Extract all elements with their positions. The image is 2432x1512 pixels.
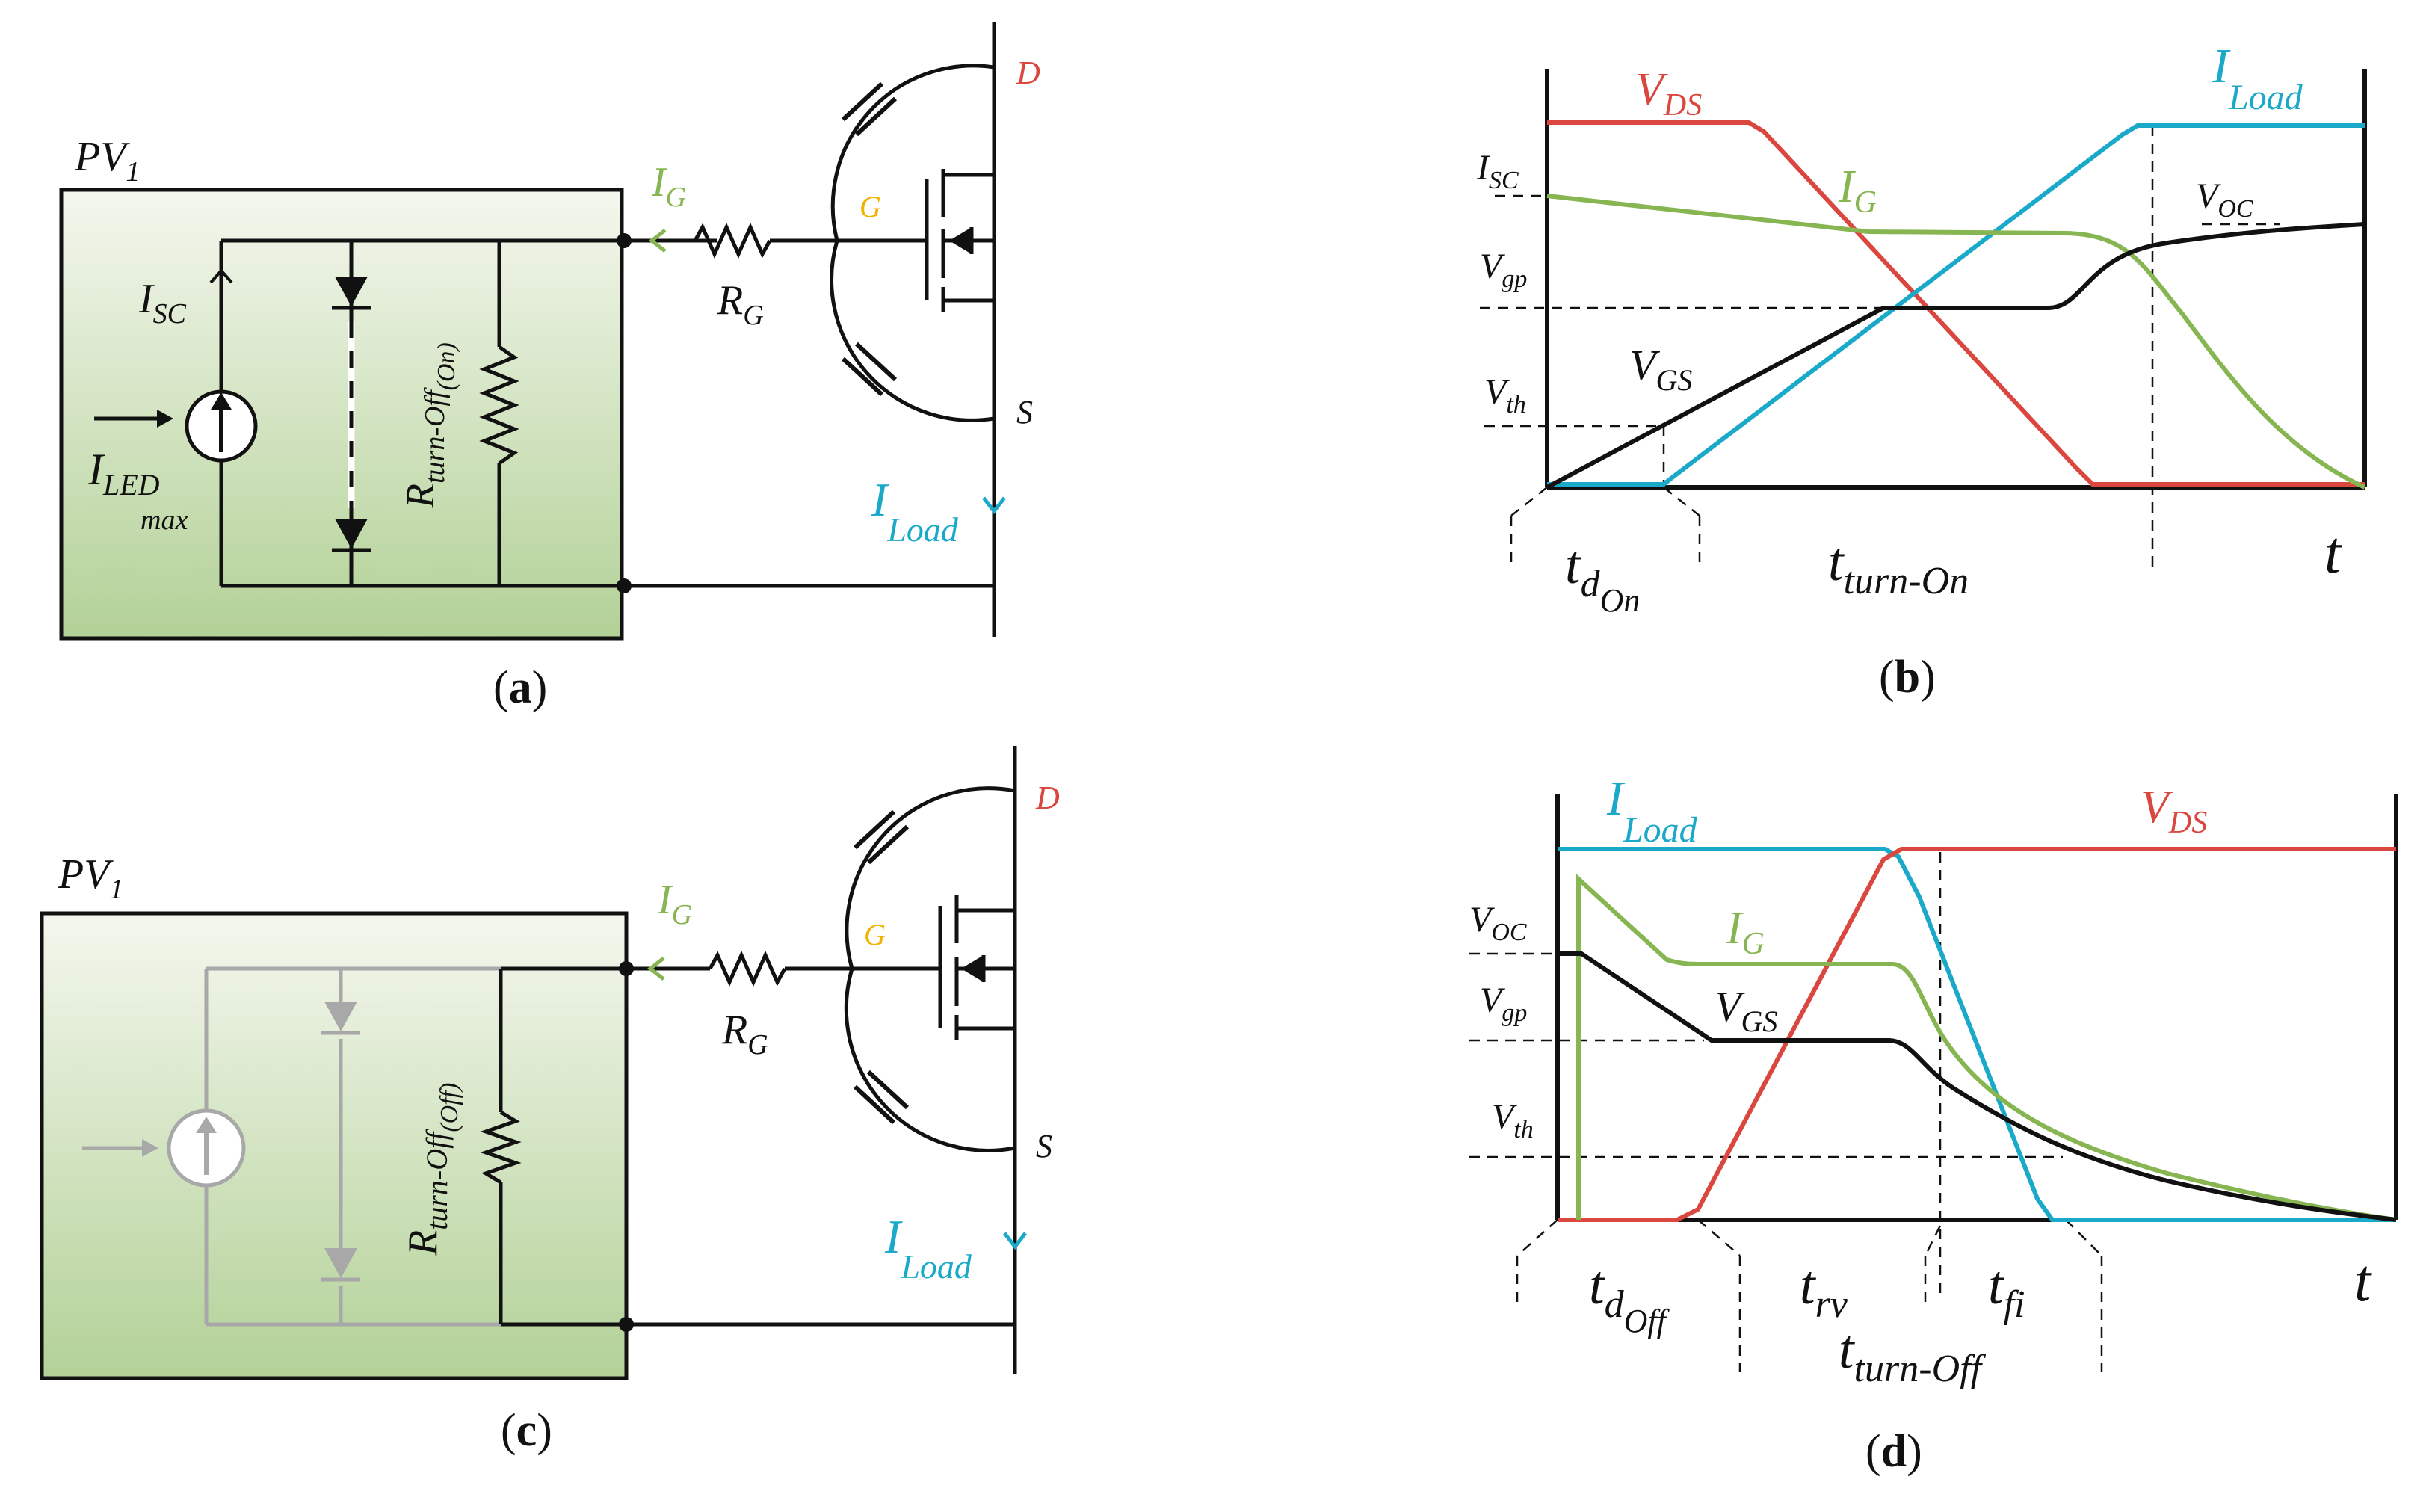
- panel-b: VDS ILoad ISC IG VOC Vgp VGS Vth tdOn tt…: [1476, 39, 2367, 703]
- body-diode-icon: [961, 955, 984, 982]
- t-turn-on-label: tturn-On: [1828, 531, 1969, 602]
- turnoff-resistor-path: [480, 950, 1015, 1327]
- vds-label: VDS: [1635, 64, 1702, 123]
- source-terminal-label: S: [1036, 1128, 1052, 1164]
- vds-label: VDS: [2141, 782, 2207, 840]
- ig-label: IG: [1838, 161, 1877, 220]
- t-turn-off-label: tturn-Off: [1839, 1319, 1987, 1390]
- voc-axis-label: VOC: [1469, 900, 1527, 946]
- iload-curve: [1558, 847, 2396, 1222]
- td-off-label: tdOff: [1589, 1255, 1670, 1339]
- panel-label-b: (b): [1879, 652, 1936, 703]
- isc-axis-label: ISC: [1476, 148, 1519, 194]
- diode-icon: [335, 277, 368, 306]
- ig-curve: [1576, 874, 2397, 1222]
- rg-label: RG: [721, 1007, 768, 1061]
- panel-label-d: (d): [1865, 1426, 1922, 1477]
- time-axis-label: t: [2324, 520, 2342, 586]
- time-axis-label: t: [2354, 1248, 2372, 1314]
- junction-dot: [619, 1317, 634, 1332]
- pv-module-box: [59, 188, 624, 641]
- voc-label: VOC: [2196, 176, 2253, 223]
- gate-terminal-label: G: [859, 190, 881, 223]
- body-diode-icon: [949, 227, 972, 254]
- vgs-label: VGS: [1629, 341, 1692, 397]
- iload-label: ILoad: [1606, 771, 1698, 850]
- capacitor-icon: [853, 809, 910, 1125]
- vgp-axis-label: Vgp: [1480, 247, 1527, 293]
- vth-axis-label: Vth: [1492, 1097, 1534, 1144]
- iload-curve: [1547, 123, 2365, 487]
- ig-curve: [1546, 194, 2366, 490]
- ig-label: IG: [657, 877, 692, 931]
- diode-icon: [335, 519, 368, 549]
- vgs-curve: [1546, 222, 2365, 490]
- iload-label: ILoad: [2212, 39, 2303, 117]
- pv-module-box: [40, 911, 629, 1380]
- drain-terminal-label: D: [1035, 780, 1060, 816]
- vgs-label: VGS: [1715, 982, 1777, 1038]
- diode-icon: [324, 1248, 357, 1278]
- vth-axis-label: Vth: [1484, 372, 1526, 419]
- isc-label: ISC: [138, 276, 187, 330]
- trv-label: trv: [1800, 1255, 1848, 1326]
- iload-label: ILoad: [884, 1210, 972, 1286]
- td-on-label: tdOn: [1565, 534, 1640, 619]
- vgs-curve: [1558, 951, 2397, 1222]
- source-terminal-label: S: [1016, 394, 1033, 431]
- diode-icon: [324, 1002, 357, 1031]
- pv-label: PV1: [74, 134, 140, 188]
- capacitor-icon: [841, 81, 898, 397]
- panel-label-a: (a): [493, 662, 547, 713]
- panel-c: PV1: [40, 746, 1060, 1456]
- panel-d: ILoad VDS VOC IG Vgp VGS Vth tdOff trv t…: [1469, 771, 2398, 1477]
- rg-label: RG: [717, 277, 764, 331]
- r-turnoff-on-label: Rturn-Off(On): [398, 342, 460, 509]
- iload-label: ILoad: [871, 473, 959, 549]
- pv-label: PV1: [58, 851, 123, 905]
- gate-terminal-label: G: [864, 918, 886, 951]
- drain-terminal-label: D: [1016, 55, 1040, 91]
- current-source-inactive-icon: [142, 1108, 246, 1188]
- ig-arrow-icon: [646, 957, 665, 981]
- tfi-label: tfi: [1988, 1255, 2025, 1326]
- iload-arrow-icon: [1003, 1232, 1027, 1250]
- ig-arrow-icon: [648, 229, 667, 253]
- panel-a: PV1: [59, 22, 1040, 713]
- junction-dot: [619, 961, 634, 976]
- current-source-icon: [94, 268, 258, 463]
- vgp-axis-label: Vgp: [1480, 981, 1527, 1027]
- reference-lines: [1469, 852, 2103, 1372]
- r-turnoff-off-label: Rturn-Off(Off): [400, 1083, 463, 1256]
- reference-lines: [1480, 126, 2280, 570]
- ig-label: IG: [1726, 903, 1765, 961]
- vds-curve: [1547, 120, 2365, 487]
- gate-resistor: [624, 222, 994, 588]
- iload-arrow-icon: [982, 496, 1006, 515]
- panel-label-c: (c): [501, 1405, 552, 1456]
- vds-curve: [1558, 847, 2396, 1222]
- ig-label: IG: [651, 159, 686, 213]
- diode-string-inactive: [321, 1002, 360, 1282]
- diode-string: [332, 277, 371, 552]
